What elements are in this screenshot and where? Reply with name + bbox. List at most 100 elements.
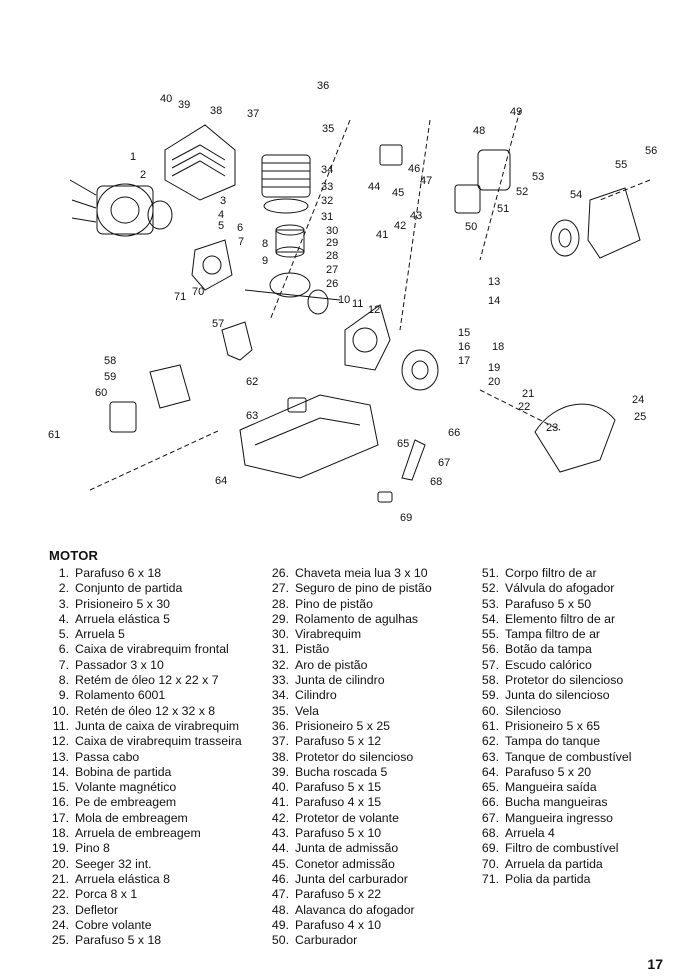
callout-40: 40 (160, 93, 172, 105)
part-row: 30.Virabrequim (258, 627, 488, 642)
part-row: 24.Cobre volante (38, 918, 273, 933)
part-row: 5.Arruela 5 (38, 627, 273, 642)
part-row: 25.Parafuso 5 x 18 (38, 933, 273, 948)
part-number: 8. (58, 673, 69, 688)
part-number: 62. (481, 734, 499, 749)
callout-25: 25 (634, 411, 646, 423)
part-row: 3.Prisioneiro 5 x 30 (38, 597, 273, 612)
part-row: 44.Junta de admissão (258, 841, 488, 856)
part-row: 2.Conjunto de partida (38, 581, 273, 596)
callout-32: 32 (321, 195, 333, 207)
part-row: 33.Junta de cilindro (258, 673, 488, 688)
part-number: 43. (271, 826, 289, 841)
part-number: 22. (51, 887, 69, 902)
part-number: 51. (481, 566, 499, 580)
part-row: 63.Tanque de combustível (468, 750, 698, 765)
part-row: 21.Arruela elástica 8 (38, 872, 273, 887)
part-number: 58. (481, 673, 499, 688)
callout-12: 12 (368, 304, 380, 316)
part-row: 16.Pe de embreagem (38, 795, 273, 810)
callout-53: 53 (532, 171, 544, 183)
callout-66: 66 (448, 427, 460, 439)
part-number: 19. (51, 841, 69, 856)
part-description: Parafuso 5 x 50 (505, 596, 592, 611)
part-row: 53.Parafuso 5 x 50 (468, 597, 698, 612)
part-description: Filtro de combustível (505, 841, 619, 856)
part-description: Conjunto de partida (75, 581, 183, 596)
part-description: Parafuso 4 x 10 (295, 917, 382, 932)
part-description: Junta de cilindro (295, 673, 385, 688)
part-number: 16. (51, 795, 69, 810)
part-number: 70. (481, 856, 499, 871)
callout-68: 68 (430, 476, 442, 488)
part-number: 25. (51, 933, 69, 948)
part-number: 55. (481, 627, 499, 642)
fuel-hose-drawing (377, 439, 426, 503)
part-description: Arruela 5 (75, 627, 125, 642)
part-row: 47.Parafuso 5 x 22 (258, 887, 488, 902)
callout-15: 15 (458, 327, 470, 339)
part-description: Pino de pistão (295, 596, 373, 611)
part-row: 71.Polia da partida (468, 872, 698, 887)
part-number: 38. (271, 749, 289, 764)
rear-crankcase-drawing (344, 304, 391, 371)
part-number: 36. (271, 718, 289, 733)
muffler-drawing (109, 364, 191, 433)
part-description: Prisioneiro 5 x 25 (295, 718, 391, 733)
callout-28: 28 (326, 250, 338, 262)
callout-51: 51 (497, 203, 509, 215)
part-row: 1.Parafuso 6 x 18 (38, 566, 273, 581)
part-description: Parafuso 4 x 15 (295, 795, 382, 810)
part-description: Pistão (295, 642, 330, 657)
part-description: Prisioneiro 5 x 30 (75, 596, 171, 611)
part-row: 29.Rolamento de agulhas (258, 612, 488, 627)
callout-5: 5 (218, 220, 224, 232)
part-description: Válvula do afogador (505, 581, 615, 596)
part-number: 29. (271, 611, 289, 626)
part-description: Seguro de pino de pistão (295, 581, 432, 596)
part-number: 26. (271, 566, 289, 580)
part-number: 60. (481, 703, 499, 718)
part-row: 42.Protetor de volante (258, 811, 488, 826)
callout-26: 26 (326, 278, 338, 290)
page-number: 17 (647, 956, 663, 972)
part-row: 6.Caixa de virabrequim frontal (38, 642, 273, 657)
callout-7: 7 (238, 236, 244, 248)
callout-31: 31 (321, 211, 333, 223)
callout-50: 50 (465, 221, 477, 233)
part-description: Bucha mangueiras (505, 795, 608, 810)
part-number: 18. (51, 826, 69, 841)
callout-61: 61 (48, 429, 60, 441)
part-description: Seeger 32 int. (75, 856, 152, 871)
part-number: 24. (51, 917, 69, 932)
callout-52: 52 (516, 186, 528, 198)
callout-18: 18 (492, 341, 504, 353)
part-number: 49. (271, 917, 289, 932)
callout-20: 20 (488, 376, 500, 388)
part-row: 17.Mola de embreagem (38, 811, 273, 826)
part-row: 70.Arruela da partida (468, 857, 698, 872)
part-number: 9. (58, 688, 69, 703)
part-number: 7. (58, 657, 69, 672)
part-number: 67. (481, 810, 499, 825)
part-description: Tampa do tanque (505, 734, 601, 749)
part-number: 35. (271, 703, 289, 718)
part-description: Rolamento 6001 (75, 688, 166, 703)
part-description: Protetor de volante (295, 810, 399, 825)
callout-60: 60 (95, 387, 107, 399)
callout-11: 11 (352, 298, 363, 310)
part-number: 52. (481, 581, 499, 596)
part-row: 22.Porca 8 x 1 (38, 887, 273, 902)
part-row: 67.Mangueira ingresso (468, 811, 698, 826)
callout-43: 43 (410, 210, 422, 222)
part-row: 56.Botão da tampa (468, 642, 698, 657)
part-description: Parafuso 5 x 10 (295, 826, 382, 841)
part-number: 59. (481, 688, 499, 703)
part-description: Elemento filtro de ar (505, 611, 616, 626)
part-row: 51.Corpo filtro de ar (468, 566, 698, 581)
part-row: 31.Pistão (258, 642, 488, 657)
piston-drawing (275, 224, 305, 258)
part-row: 52. Válvula do afogador (468, 581, 698, 596)
